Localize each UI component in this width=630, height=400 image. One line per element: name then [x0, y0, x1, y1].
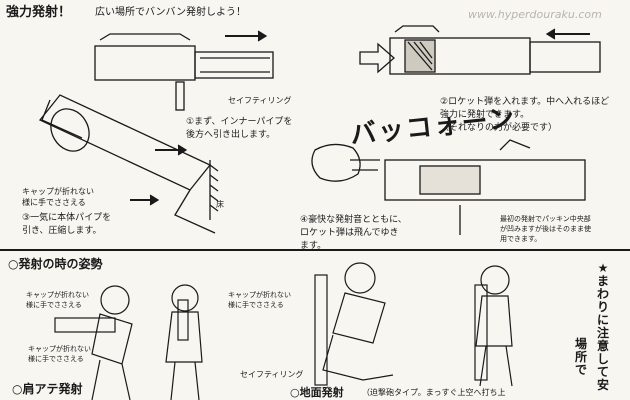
cap-note-a-line1: キャップが折れない	[26, 291, 89, 299]
launcher-step3	[38, 94, 219, 234]
step3-line1: ③一気に本体パイプを	[22, 213, 112, 223]
side-warning-char: 意	[596, 339, 609, 353]
step3-line2: 引き、圧縮します。	[22, 226, 102, 236]
ground-fire-title: ○地面発射	[290, 386, 344, 399]
note-right-line3: 用できます。	[500, 235, 542, 243]
step2-text: ②ロケット弾を入れます。中へ入れるほど 強力に発射できます。 （それなりの力が必…	[440, 94, 609, 133]
step2-line1: ②ロケット弾を入れます。中へ入れるほど	[440, 97, 610, 107]
side-warning-char: 注	[596, 326, 609, 340]
cap-note-c-line2: 様に手でささえる	[228, 301, 284, 309]
note-right-line2: が凹みますが後はそのまま使	[500, 225, 591, 233]
shoulder-fire-title: ○肩アテ発射	[12, 382, 83, 396]
posture-section-title: ○発射の時の姿勢	[8, 257, 103, 271]
note-right: 最初の発射でパッキン中央部 が凹みますが後はそのまま使 用できます。	[500, 214, 591, 244]
cap-note-b-line1: キャップが折れない	[28, 345, 91, 353]
page-subtitle: 広い場所でバンバン発射しよう！	[95, 7, 246, 18]
step4-line3: ます。	[300, 241, 327, 251]
cap-note-a-line2: 様に手でささえる	[26, 301, 82, 309]
launcher-step1	[94, 30, 274, 111]
step2-line2: 強力に発射できます。	[440, 110, 530, 120]
safety-ring-label-bottom: セイフティリング	[240, 370, 304, 379]
note-right-line1: 最初の発射でパッキン中央部	[500, 215, 591, 223]
cap-note-top-line1: キャップが折れない	[22, 187, 94, 196]
side-warning-char: 安	[596, 378, 609, 392]
ground-fire-note: （迫撃砲タイプ。まっすぐ上空へ打ち上	[362, 388, 506, 397]
side-warning-char: わ	[596, 287, 609, 301]
side-warning-col2: 場 所 で	[574, 338, 588, 377]
safety-ring-label: セイフティリング	[228, 96, 292, 105]
floor-label: 床	[216, 200, 224, 209]
cap-note-a: キャップが折れない 様に手でささえる	[26, 290, 89, 310]
step1-line1: ①まず、インナーパイプを	[186, 117, 293, 127]
cap-note-b-line2: 様に手でささえる	[28, 355, 84, 363]
side-warning-char: 所	[574, 350, 587, 364]
side-warning-char: し	[596, 352, 609, 366]
page-title: 強力発射！	[6, 5, 72, 20]
launcher-step2	[359, 25, 601, 75]
side-warning-col1: ★ ま わ り に 注 意 し て 安	[596, 262, 610, 392]
side-warning-char: で	[574, 363, 587, 377]
side-warning-char: ま	[596, 274, 609, 288]
figures-bottom	[54, 262, 513, 400]
step1-text: ①まず、インナーパイプを 後方へ引き出します。	[186, 114, 292, 140]
cap-note-c-line1: キャップが折れない	[228, 291, 291, 299]
side-warning-char: 場	[574, 337, 587, 351]
step2-line3: （それなりの力が必要です）	[440, 123, 558, 133]
cap-note-top-line2: 様に手でささえる	[22, 198, 86, 207]
step1-line2: 後方へ引き出します。	[186, 130, 276, 140]
watermark: www.hyperdouraku.com	[468, 8, 602, 21]
side-warning-char: ★	[597, 261, 609, 275]
cap-note-c: キャップが折れない 様に手でささえる	[228, 290, 291, 310]
step3-text: ③一気に本体パイプを 引き、圧縮します。	[22, 210, 111, 236]
cap-note-top: キャップが折れない 様に手でささえる	[22, 186, 94, 208]
step4-line2: ロケット弾は飛んでゆき	[300, 228, 399, 238]
side-warning-char: に	[596, 313, 609, 327]
step4-text: ④豪快な発射音とともに、 ロケット弾は飛んでゆき ます。	[300, 212, 407, 251]
cap-note-b: キャップが折れない 様に手でささえる	[28, 344, 91, 364]
step4-line1: ④豪快な発射音とともに、	[300, 215, 407, 225]
side-warning-char: て	[596, 365, 609, 379]
rocket-step4	[311, 139, 586, 235]
side-warning-char: り	[596, 300, 609, 314]
